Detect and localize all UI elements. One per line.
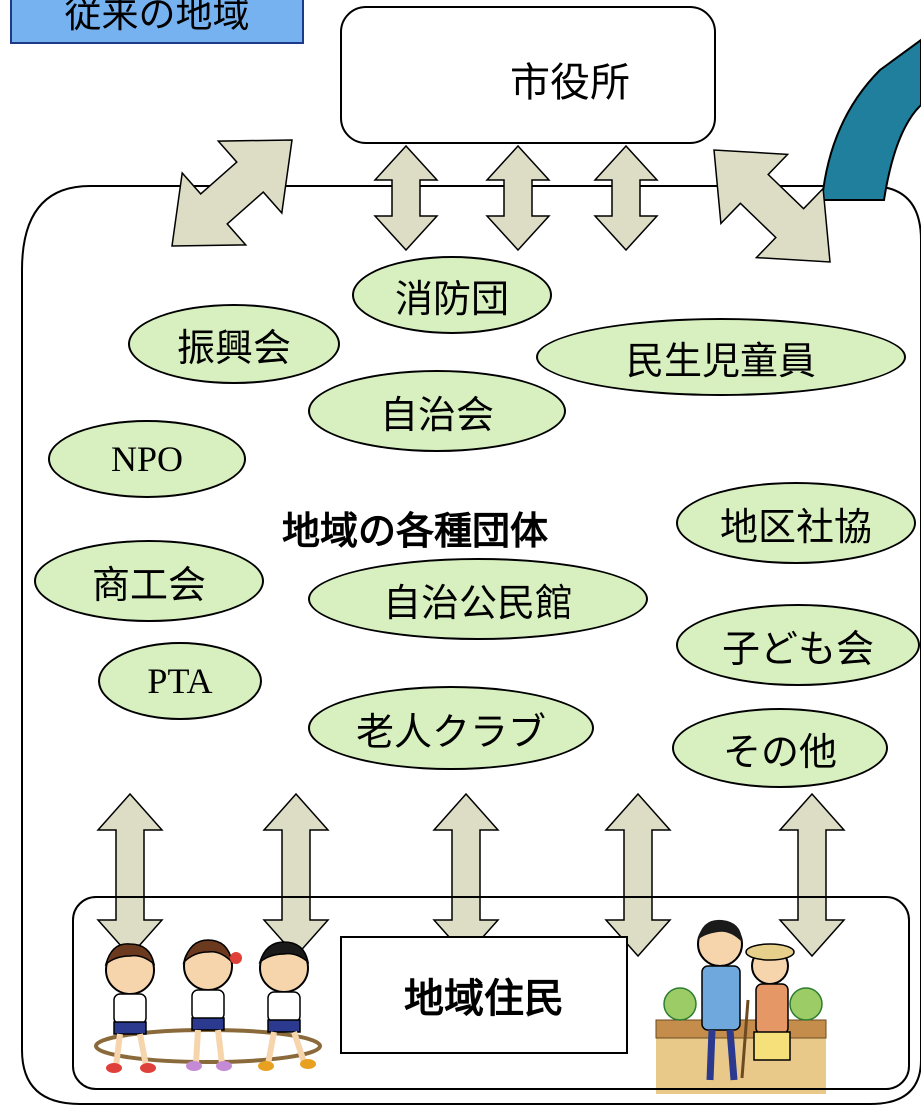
diagram-title: 従来の地域 bbox=[10, 0, 304, 44]
teal-arch-shape bbox=[820, 38, 921, 201]
residents-label: 地域住民 bbox=[340, 936, 628, 1054]
org-oval-npo: NPO bbox=[48, 420, 246, 498]
org-oval-shobodan: 消防団 bbox=[352, 256, 552, 334]
region-boundary bbox=[21, 185, 921, 1105]
arrows-group bbox=[96, 139, 846, 958]
arrow-cityhall-vertical-2 bbox=[485, 144, 551, 252]
arrow-residents-4 bbox=[604, 792, 672, 958]
caregiver-elderly-icon bbox=[655, 919, 827, 1094]
city-hall-box bbox=[340, 6, 716, 144]
org-oval-jichikai: 自治会 bbox=[308, 370, 566, 452]
arrow-residents-5 bbox=[778, 792, 846, 958]
org-oval-kodomokai: 子ども会 bbox=[676, 604, 920, 686]
arrow-cityhall-right-diagonal bbox=[713, 149, 831, 263]
org-oval-pta: PTA bbox=[98, 642, 262, 720]
residents-box bbox=[72, 896, 910, 1090]
org-oval-minsei: 民生児童員 bbox=[536, 318, 906, 396]
org-oval-jichi-kominkan: 自治公民館 bbox=[308, 558, 648, 640]
org-oval-sonota: その他 bbox=[672, 708, 888, 788]
org-oval-shinkokai: 振興会 bbox=[128, 304, 340, 384]
organizations-center-label: 地域の各種団体 bbox=[282, 509, 549, 553]
org-oval-chiku-shakyo: 地区社協 bbox=[676, 482, 916, 564]
org-oval-rojin-club: 老人クラブ bbox=[308, 686, 594, 770]
arrow-cityhall-left-diagonal bbox=[171, 139, 293, 247]
children-playing-icon bbox=[94, 939, 322, 1073]
arrow-cityhall-vertical-3 bbox=[593, 144, 659, 252]
city-hall-label: 市役所 bbox=[510, 60, 630, 106]
arrow-cityhall-vertical-1 bbox=[373, 144, 439, 252]
org-oval-shokokai: 商工会 bbox=[34, 540, 264, 622]
